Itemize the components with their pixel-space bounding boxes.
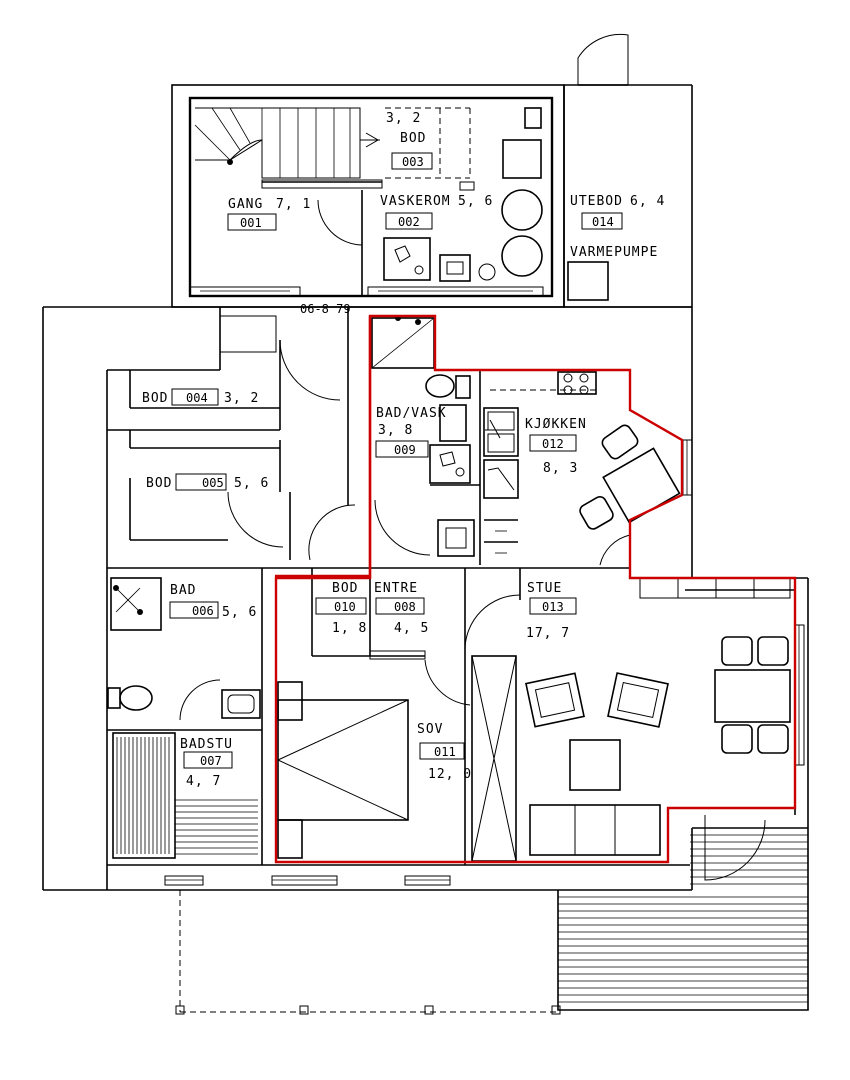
staircase bbox=[194, 107, 471, 179]
label-bod004-name: BOD bbox=[142, 391, 168, 406]
label-sov-name: SOV bbox=[417, 722, 443, 737]
label-vaskerom-area: 5, 6 bbox=[458, 194, 493, 209]
unit-outline bbox=[274, 314, 797, 864]
west-rooms bbox=[107, 315, 341, 865]
main-walls bbox=[42, 306, 809, 891]
label-utebod-area: 6, 4 bbox=[630, 194, 665, 209]
label-gang-code: 001 bbox=[240, 216, 262, 230]
label-badvask-code: 009 bbox=[394, 443, 416, 457]
south-windows bbox=[164, 875, 451, 886]
sauna-benches bbox=[116, 737, 258, 855]
label-utebod-name: UTEBOD bbox=[570, 194, 623, 209]
label-bod010-code: 010 bbox=[334, 600, 356, 614]
label-badstu-code: 007 bbox=[200, 754, 222, 768]
label-bad006-name: BAD bbox=[170, 583, 196, 598]
label-entre-code: 008 bbox=[394, 600, 416, 614]
label-bod003-name: BOD bbox=[400, 131, 426, 146]
label-vaskerom-code: 002 bbox=[398, 215, 420, 229]
label-bad006-code: 006 bbox=[192, 604, 214, 618]
room-labels: 06-8 79 GANG 7, 1 001 VASKEROM 5, 6 002 … bbox=[142, 111, 665, 789]
label-bod004-area: 3, 2 bbox=[224, 391, 259, 406]
deck bbox=[175, 828, 809, 1015]
label-gang-name: GANG bbox=[228, 197, 263, 212]
label-bod005-name: BOD bbox=[146, 476, 172, 491]
label-badvask-name: BAD/VASK bbox=[376, 406, 447, 421]
label-bod005-area: 5, 6 bbox=[234, 476, 269, 491]
north-block-walls bbox=[171, 33, 693, 308]
label-stue-area: 17, 7 bbox=[526, 626, 570, 641]
kitchen bbox=[479, 370, 693, 566]
label-gang-area: 7, 1 bbox=[276, 197, 311, 212]
label-sov-area: 12, 0 bbox=[428, 767, 472, 782]
bedroom bbox=[277, 655, 517, 862]
label-varmepumpe: VARMEPUMPE bbox=[570, 245, 658, 260]
label-bad006-area: 5, 6 bbox=[222, 605, 257, 620]
label-sov-code: 011 bbox=[434, 745, 456, 759]
label-entre-name: ENTRE bbox=[374, 581, 418, 596]
label-bod005-code: 005 bbox=[202, 476, 224, 490]
label-kjokken-name: KJØKKEN bbox=[525, 417, 587, 432]
label-stue-code: 013 bbox=[542, 600, 564, 614]
label-bod010-name: BOD bbox=[332, 581, 358, 596]
kitchen-chairs bbox=[579, 424, 639, 530]
label-bod003-area: 3, 2 bbox=[386, 111, 421, 126]
label-bod003-code: 003 bbox=[402, 155, 424, 169]
label-utebod-code: 014 bbox=[592, 215, 614, 229]
label-bod004-code: 004 bbox=[186, 391, 208, 405]
label-bod010-area: 1, 8 bbox=[332, 621, 367, 636]
label-stue-name: STUE bbox=[527, 581, 562, 596]
label-badvask-area: 3, 8 bbox=[378, 423, 413, 438]
label-badstu-name: BADSTU bbox=[180, 737, 233, 752]
drawing-stamp: 06-8 79 bbox=[300, 302, 351, 316]
label-kjokken-code: 012 bbox=[542, 437, 564, 451]
label-vaskerom-name: VASKEROM bbox=[380, 194, 451, 209]
label-entre-area: 4, 5 bbox=[394, 621, 429, 636]
label-badstu-area: 4, 7 bbox=[186, 774, 221, 789]
dining-chairs bbox=[721, 636, 789, 754]
label-kjokken-area: 8, 3 bbox=[543, 461, 578, 476]
